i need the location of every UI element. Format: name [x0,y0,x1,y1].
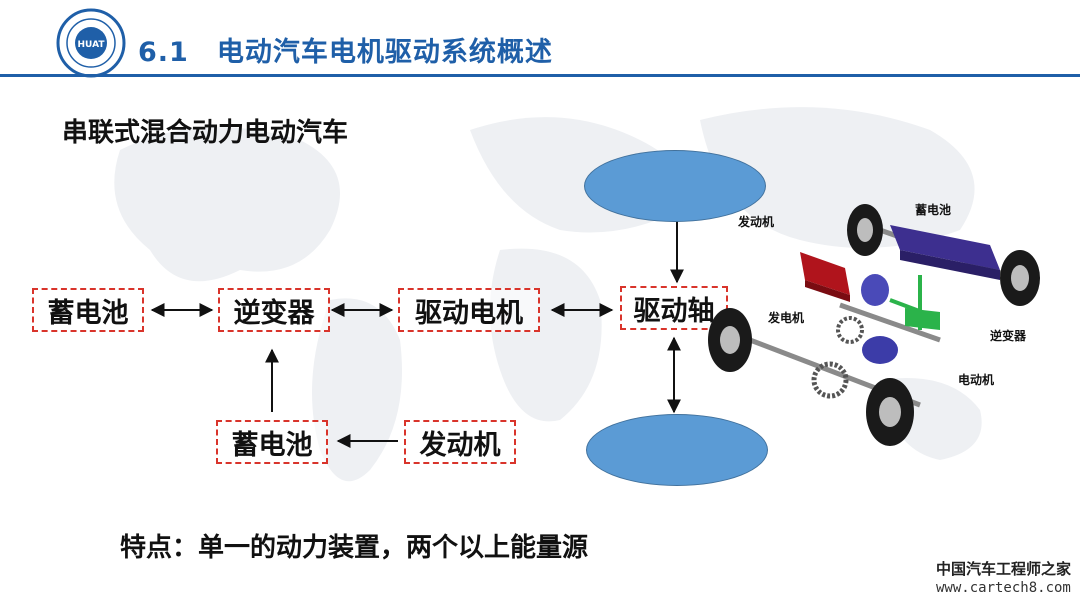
node-drive-motor: 驱动电机 [398,288,540,332]
node-inverter: 逆变器 [218,288,330,332]
node-battery-bottom: 蓄电池 [216,420,328,464]
tire-icon [708,204,1040,446]
powertrain-illustration: 发动机 蓄电池 发电机 逆变器 电动机 [708,202,1040,446]
section-number: 6.1 [138,37,189,68]
title-text: 电动汽车电机驱动系统概述 [216,37,553,68]
illus-label-engine: 发动机 [737,214,774,229]
page-title: 6.1 电动汽车电机驱动系统概述 [138,30,553,69]
subtitle: 串联式混合动力电动汽车 [62,118,349,148]
feature-note: 特点：单一的动力装置，两个以上能量源 [120,533,589,563]
wheel-top [584,150,766,222]
logo-text: HUAT [78,40,106,50]
wheel-bottom [586,414,768,486]
watermark-url: www.cartech8.com [936,580,1071,596]
node-battery-top: 蓄电池 [32,288,144,332]
watermark-title: 中国汽车工程师之家 [936,560,1072,578]
node-engine: 发动机 [404,420,516,464]
illus-label-generator: 发电机 [767,310,804,325]
illus-label-inverter: 逆变器 [990,328,1027,343]
illus-label-battery: 蓄电池 [915,202,951,217]
illus-label-motor: 电动机 [958,372,994,387]
node-drive-axle: 驱动轴 [620,286,728,330]
title-divider [0,74,1080,77]
